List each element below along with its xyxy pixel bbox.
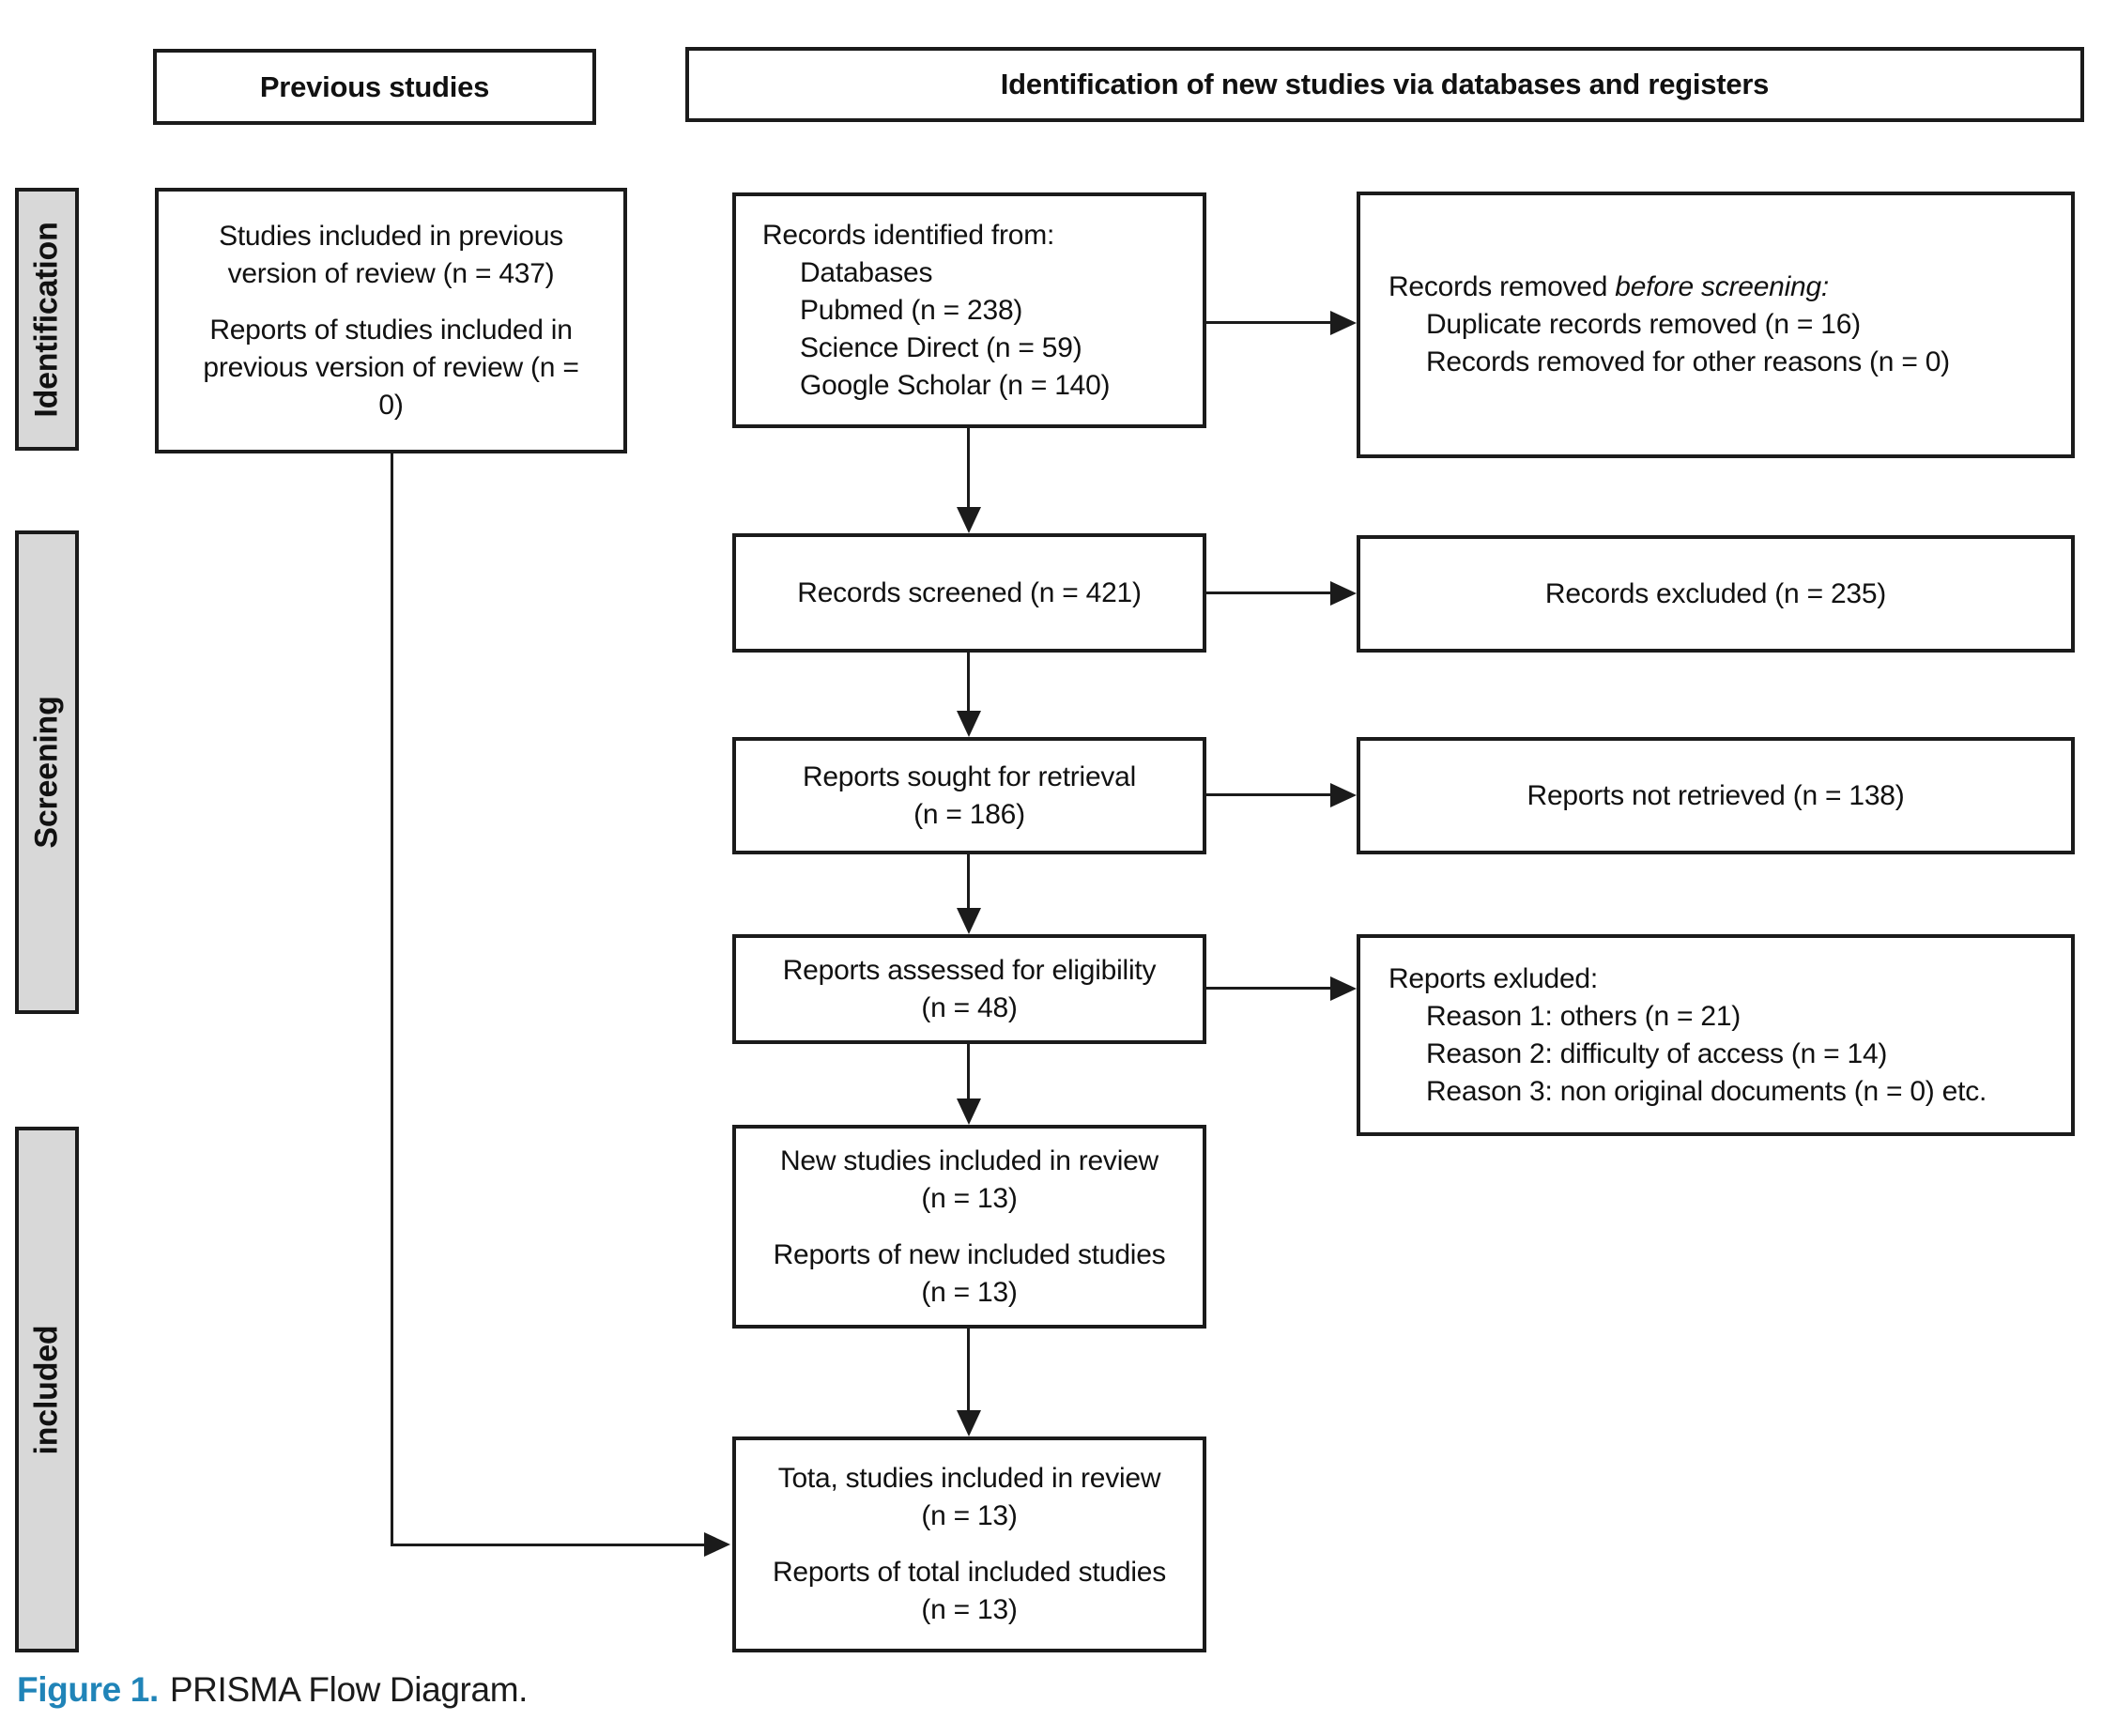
arrow-identified-to-removed-line [1206,321,1330,324]
box-records-screened: Records screened (n = 421) [732,533,1206,653]
box-records-excluded: Records excluded (n = 235) [1357,535,2075,653]
figure-caption-text: PRISMA Flow Diagram. [169,1670,529,1709]
arrow-screened-to-sought-line [967,653,970,713]
sidebar-bar-included: included [15,1127,79,1652]
connector-previous-to-total-head [704,1532,730,1557]
reports-excluded-reason3: Reason 3: non original documents (n = 0)… [1426,1075,1987,1107]
arrow-identified-to-screened-line [967,428,970,509]
reports-assessed-line1: Reports assessed for eligibility [782,954,1157,986]
records-removed-title: Records removed before screening: [1389,269,1829,306]
total-studies-p1: Tota, studies included in review (n = 13… [778,1460,1161,1535]
box-reports-excluded: Reports exluded: Reason 1: others (n = 2… [1357,934,2075,1136]
total-studies-p2-line2: (n = 13) [921,1594,1018,1625]
reports-sought-line1: Reports sought for retrieval [802,760,1137,792]
new-studies-p1-line1: New studies included in review [779,1145,1158,1176]
arrow-sought-to-assessed-head [957,908,981,934]
arrow-assessed-to-reports-excluded-line [1206,987,1330,990]
arrow-assessed-to-reports-excluded-head [1330,976,1357,1001]
arrow-assessed-to-new-studies-head [957,1098,981,1125]
sidebar-label-identification: Identification [28,221,65,418]
previous-included-p1: Studies included in previous version of … [219,220,563,289]
arrow-screened-to-excluded-line [1206,591,1330,594]
new-studies-p2-line2: (n = 13) [921,1276,1018,1308]
header-identification-new-studies: Identification of new studies via databa… [685,47,2084,122]
box-total-studies-included: Tota, studies included in review (n = 13… [732,1436,1206,1652]
previous-included-p2: Reports of studies included in previous … [203,314,579,421]
arrow-screened-to-sought-head [957,711,981,737]
arrow-assessed-to-new-studies-line [967,1044,970,1100]
records-excluded-label: Records excluded (n = 235) [1544,577,1887,609]
header-previous-studies-label: Previous studies [259,69,490,103]
arrow-identified-to-removed-head [1330,311,1357,335]
reports-excluded-title: Reports exluded: [1389,962,1598,994]
records-identified-item-googlescholar: Google Scholar (n = 140) [800,369,1111,401]
reports-excluded-reason1: Reason 1: others (n = 21) [1426,1000,1741,1032]
arrow-new-studies-to-total-line [967,1329,970,1412]
connector-previous-to-total-hline [391,1544,706,1546]
arrow-new-studies-to-total-head [957,1410,981,1436]
arrow-sought-to-not-retrieved-head [1330,783,1357,807]
box-reports-sought: Reports sought for retrieval (n = 186) [732,737,1206,854]
box-reports-assessed: Reports assessed for eligibility (n = 48… [732,934,1206,1044]
arrow-identified-to-screened-head [957,507,981,533]
records-identified-item-sciencedirect: Science Direct (n = 59) [800,331,1082,363]
records-removed-title-italic: before screening: [1615,271,1829,302]
total-studies-p2: Reports of total included studies (n = 1… [773,1554,1166,1629]
header-previous-studies: Previous studies [153,49,596,125]
box-previous-included-studies: Studies included in previous version of … [155,188,627,453]
arrow-sought-to-assessed-line [967,854,970,910]
records-removed-item-other: Records removed for other reasons (n = 0… [1426,346,1950,377]
total-studies-p1-line2: (n = 13) [921,1500,1018,1531]
total-studies-p1-line1: Tota, studies included in review [777,1463,1161,1494]
reports-sought-line2: (n = 186) [913,798,1025,830]
reports-not-retrieved-label: Reports not retrieved (n = 138) [1527,779,1905,811]
sidebar-bar-identification: Identification [15,188,79,451]
box-records-identified: Records identified from: Databases Pubme… [732,192,1206,428]
sidebar-label-screening: Screening [28,696,65,849]
new-studies-p1: New studies included in review (n = 13) [780,1143,1158,1218]
new-studies-p2: Reports of new included studies (n = 13) [774,1237,1166,1312]
records-identified-title: Records identified from: [762,219,1055,251]
arrow-sought-to-not-retrieved-line [1206,793,1330,796]
sidebar-label-included: included [28,1325,65,1454]
sidebar-bar-screening: Screening [15,530,79,1014]
total-studies-p2-line1: Reports of total included studies [773,1557,1166,1588]
reports-assessed-line2: (n = 48) [921,991,1018,1023]
records-removed-item-duplicates: Duplicate records removed (n = 16) [1426,309,1861,340]
connector-previous-to-total-vline [391,453,393,1546]
reports-excluded-reason2: Reason 2: difficulty of access (n = 14) [1426,1037,1888,1069]
box-records-removed: Records removed before screening: Duplic… [1357,192,2075,458]
new-studies-p1-line2: (n = 13) [921,1182,1018,1214]
records-removed-title-prefix: Records removed [1389,271,1616,302]
new-studies-p2-line1: Reports of new included studies [773,1238,1166,1270]
records-identified-item-pubmed: Pubmed (n = 238) [800,294,1023,326]
figure-caption: Figure 1. PRISMA Flow Diagram. [17,1670,528,1710]
arrow-screened-to-excluded-head [1330,581,1357,606]
box-reports-not-retrieved: Reports not retrieved (n = 138) [1357,737,2075,854]
records-screened-label: Records screened (n = 421) [797,576,1142,608]
figure-caption-label: Figure 1. [17,1670,159,1709]
records-identified-item-databases: Databases [800,256,933,288]
header-identification-label: Identification of new studies via databa… [1000,68,1770,100]
box-new-studies-included: New studies included in review (n = 13) … [732,1125,1206,1329]
